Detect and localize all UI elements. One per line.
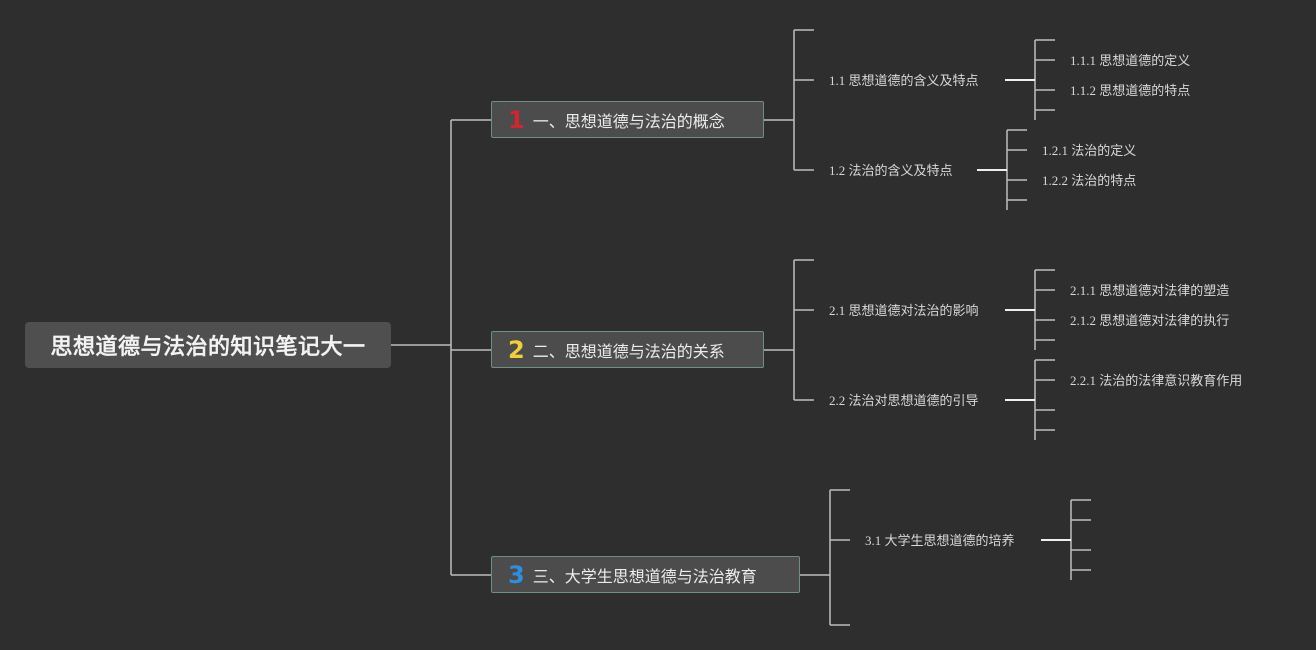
sub-node-2-2[interactable]: 2.2 法治对思想道德的引导 xyxy=(829,393,979,408)
branch-2-node[interactable]: 2 二、思想道德与法治的关系 xyxy=(491,331,764,368)
branch-1-node[interactable]: 1 一、思想道德与法治的概念 xyxy=(491,101,764,138)
branch-number-badge: 1 xyxy=(508,105,525,134)
leaf-node-2-1-1[interactable]: 2.1.1 思想道德对法律的塑造 xyxy=(1070,283,1230,298)
leaf-node-1-2-1[interactable]: 1.2.1 法治的定义 xyxy=(1042,143,1137,158)
sub-node-2-1[interactable]: 2.1 思想道德对法治的影响 xyxy=(829,303,979,318)
connector-b3 xyxy=(800,489,850,626)
connector-b1 xyxy=(764,29,814,171)
sub-node-1-1[interactable]: 1.1 思想道德的含义及特点 xyxy=(829,73,979,88)
sub-node-1-2[interactable]: 1.2 法治的含义及特点 xyxy=(829,163,953,178)
leaf-node-1-1-1[interactable]: 1.1.1 思想道德的定义 xyxy=(1070,53,1191,68)
leaf-node-2-1-2[interactable]: 2.1.2 思想道德对法律的执行 xyxy=(1070,313,1230,328)
branch-label: 二、思想道德与法治的关系 xyxy=(532,341,725,361)
root-node[interactable]: 思想道德与法治的知识笔记大一 xyxy=(25,322,391,368)
leaf-node-1-2-2[interactable]: 1.2.2 法治的特点 xyxy=(1042,173,1137,188)
leaf-node-2-2-1[interactable]: 2.2.1 法治的法律意识教育作用 xyxy=(1070,373,1243,388)
connector-b2 xyxy=(764,259,814,401)
branch-number-badge: 2 xyxy=(508,335,525,364)
branch-3-node[interactable]: 3 三、大学生思想道德与法治教育 xyxy=(491,556,800,593)
sub-node-3-1[interactable]: 3.1 大学生思想道德的培养 xyxy=(865,533,1015,548)
branch-number-badge: 3 xyxy=(508,560,525,589)
leaf-node-1-1-2[interactable]: 1.1.2 思想道德的特点 xyxy=(1070,83,1191,98)
root-title: 思想道德与法治的知识笔记大一 xyxy=(50,335,366,360)
branch-label: 一、思想道德与法治的概念 xyxy=(532,111,725,131)
branch-label: 三、大学生思想道德与法治教育 xyxy=(532,566,757,586)
